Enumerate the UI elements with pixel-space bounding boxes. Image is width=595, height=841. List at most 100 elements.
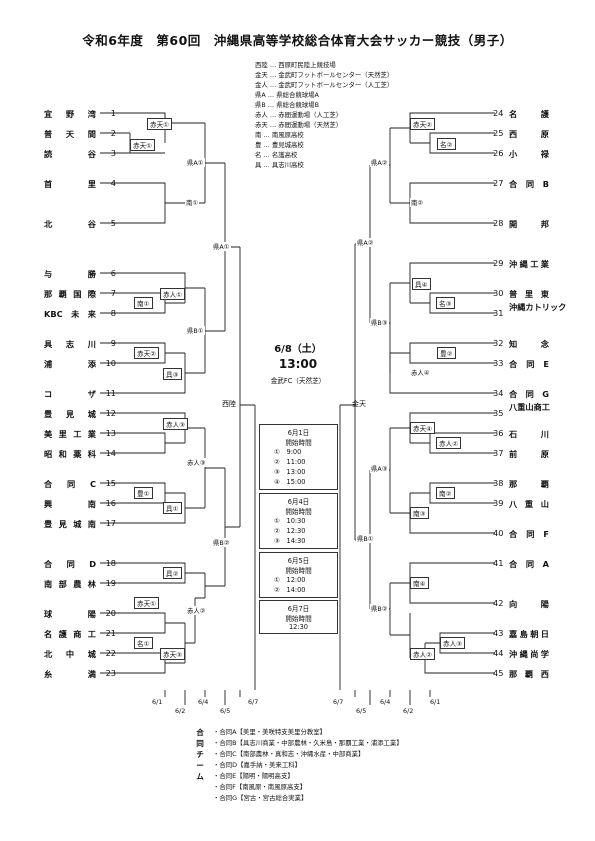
match-venue: 具④ [412, 278, 431, 290]
match-venue: 名③ [436, 297, 455, 309]
team-number: 33 [493, 358, 504, 368]
team-name: 豊見城 [44, 409, 96, 419]
team-number: 1 [110, 108, 116, 118]
team-number: 2 [110, 128, 116, 138]
match-venue: 赤天④ [410, 422, 436, 434]
match-venue: 県A③ [370, 464, 389, 473]
match-venue: 赤天① [134, 597, 160, 609]
final-date: 6/8（土） [274, 344, 322, 355]
round-date: 6/1 [430, 698, 441, 706]
schedule-time: ④ 15:00 [274, 478, 306, 486]
team-name: 那覇 [509, 479, 549, 489]
round-date: 6/2 [175, 707, 186, 715]
schedule-date: 6月4日 [287, 498, 310, 506]
match-venue: 南② [410, 198, 425, 207]
match-venue: 赤人① [160, 288, 186, 300]
team-name: 南部農林 [44, 579, 96, 589]
schedule-label: 開始時間 [285, 439, 312, 447]
legend-line: 豊 … 豊見城高校 [255, 141, 304, 149]
combined-team-entry: ・合同C【南部農林・真和志・沖縄水産・中部商業】 [213, 750, 365, 758]
team-number: 5 [110, 218, 116, 228]
team-name: 合同F [509, 529, 549, 539]
team-number: 34 [493, 388, 504, 398]
team-number: 15 [105, 478, 116, 488]
team-name: 合同G [509, 389, 549, 399]
combined-team-entry: ・合同E【陽明・陽明高支】 [213, 772, 294, 780]
legend-line: 具 … 具志川高校 [255, 161, 304, 169]
match-venue: 赤人② [186, 606, 207, 615]
team-name: 合同B [509, 179, 549, 189]
match-venue: 豊② [437, 347, 456, 359]
team-number: 37 [493, 448, 504, 458]
team-number: 24 [493, 108, 504, 118]
match-venue: 具② [163, 567, 182, 579]
match-venue: 赤天② [134, 347, 160, 359]
team-number: 7 [110, 288, 116, 298]
team-name: 糸満 [44, 669, 96, 679]
team-name: コザ [44, 389, 96, 399]
schedule-time: 12:30 [288, 623, 308, 631]
round-date: 6/2 [403, 707, 414, 715]
team-name: 合同D [44, 559, 96, 569]
round-date: 6/1 [152, 698, 163, 706]
match-venue: 名① [134, 637, 153, 649]
team-number: 9 [110, 338, 116, 348]
team-number: 38 [493, 478, 504, 488]
match-venue: 豊① [134, 487, 153, 499]
team-name: 読谷 [44, 149, 96, 159]
team-number: 40 [493, 528, 504, 538]
match-venue: 県B② [212, 538, 231, 547]
team-number: 28 [493, 218, 504, 228]
combined-team-entry: ・合同A【美里・美咲特支美里分教室】 [213, 728, 327, 736]
combined-teams-heading: 合 同 チ ー ム [195, 727, 205, 782]
team-number: 21 [105, 628, 116, 638]
match-venue: 県A② [370, 158, 389, 167]
match-venue: 県A② [356, 238, 375, 247]
team-name: 合同C [44, 479, 96, 489]
team-number: 36 [493, 428, 504, 438]
team-name: 知念 [509, 339, 549, 349]
schedule-time: ③ 13:00 [274, 468, 306, 476]
legend-line: 金人 … 金武町フットボールセンター（人工芝） [255, 81, 394, 89]
match-venue: 南② [436, 487, 455, 499]
team-name: 宜野湾 [44, 109, 96, 119]
match-venue: 赤人④ [410, 368, 431, 377]
team-number: 31 [493, 308, 504, 318]
team-number: 20 [105, 608, 116, 618]
match-venue: 赤人③ [186, 458, 207, 467]
schedule-box: 6月4日 開始時間 ① 10:30 ② 12:30 ③ 14:30 [259, 493, 338, 549]
team-number: 19 [105, 578, 116, 588]
combined-team-entry: ・合同B【具志川商業・中部農林・久米島・那覇工業・浦添工業】 [213, 739, 403, 747]
team-number: 12 [105, 408, 116, 418]
team-name: 普里東 [509, 289, 549, 299]
team-number: 25 [493, 128, 504, 138]
legend-line: 南 … 南風原高校 [255, 131, 304, 139]
team-number: 27 [493, 178, 504, 188]
team-name: 小禄 [509, 149, 549, 159]
team-number: 42 [493, 598, 504, 608]
final-time: 13:00 [278, 357, 318, 371]
final-venue: 金武FC（天然芝） [270, 377, 326, 385]
legend-line: 県A … 県総合競球場A [255, 91, 319, 99]
team-number: 11 [105, 388, 116, 398]
combined-team-entry: ・合同F【南風原・南風原高支】 [213, 783, 307, 791]
match-venue: 赤天③ [160, 648, 186, 660]
team-name: 那覇西 [509, 669, 549, 679]
legend-line: 金天 … 金武町フットボールセンター（天然芝） [255, 71, 394, 79]
team-name: 合同A [509, 559, 549, 569]
legend-line: 西陸 … 西原町民陸上競技場 [255, 61, 336, 69]
match-venue: 赤天① [147, 118, 173, 130]
match-venue: 赤天① [130, 139, 156, 151]
team-name: 沖縄工業 [509, 259, 549, 269]
team-number: 17 [105, 518, 116, 528]
match-venue: 赤人② [410, 648, 436, 660]
heading-char: ム [196, 772, 204, 781]
match-venue: 県B② [370, 604, 389, 613]
schedule-date: 6月7日 [287, 605, 310, 613]
team-number: 3 [110, 148, 116, 158]
schedule-box: 6月1日 開始時間 ① 9:00 ② 11:00 ③ 13:00 ④ 15:00 [259, 424, 338, 490]
team-number: 13 [105, 428, 116, 438]
legend-line: 赤人 … 赤間運動場（人工芝） [255, 111, 343, 119]
schedule-time: ② 11:00 [274, 458, 306, 466]
heading-char: チ [196, 750, 204, 759]
